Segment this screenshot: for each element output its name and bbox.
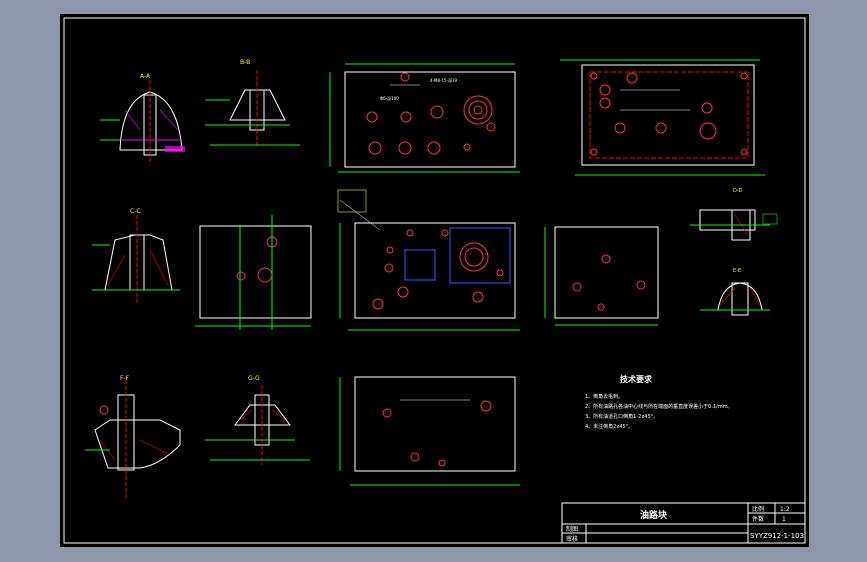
- tech-req-item-4: 4、未注倒角2x45°。: [585, 423, 633, 430]
- drawn-label: 制图: [566, 525, 578, 533]
- front-view-top: 4-M8-15-深19 Φ6-深100: [329, 63, 520, 173]
- annotation-hole-b: Φ6-深100: [380, 95, 399, 101]
- qty-value: 1: [782, 516, 786, 523]
- side-view-right: [544, 226, 659, 326]
- section-label-5: E-E: [733, 268, 741, 274]
- tech-req-item-1: 1、倒角去毛刺。: [585, 393, 623, 400]
- section-view-2: B-B: [205, 59, 300, 146]
- drawing-number: SYYZ912-1-103: [750, 532, 804, 540]
- detail-view-right-2: E-E: [700, 268, 770, 316]
- check-label: 审核: [566, 535, 578, 543]
- part-name: 油路块: [640, 509, 668, 521]
- top-right-view: [560, 59, 765, 176]
- section-view-3: C-C: [92, 208, 180, 305]
- section-view-1: A-A: [100, 73, 185, 165]
- annotation-hole-a: 4-M8-15-深19: [430, 77, 458, 83]
- tech-req-item-3: 3、所有油道孔口倒角1-2x45°。: [585, 413, 658, 420]
- section-label-1: A-A: [140, 73, 151, 80]
- section-label-4: D-D: [733, 188, 743, 194]
- drawing-frame: [63, 17, 806, 544]
- section-label-7: G-G: [248, 375, 260, 382]
- tech-req-item-2: 2、所有油路孔各油中心线与所在端面的垂直度误差小于0.1/mm。: [585, 403, 733, 410]
- bottom-view: [339, 376, 520, 486]
- tech-req-title: 技术要求: [620, 374, 653, 384]
- section-view-7: G-G: [205, 375, 310, 465]
- section-view-6: F-F: [85, 375, 181, 500]
- detail-view-right-1: D-D: [690, 188, 778, 241]
- section-label-2: B-B: [240, 59, 250, 66]
- title-block: 油路块 比例 1:2 件数 1 制图 审核 SYYZ912-1-103: [561, 502, 806, 544]
- technical-requirements: 技术要求 1、倒角去毛刺。 2、所有油路孔各油中心线与所在端面的垂直度误差小于0…: [585, 374, 733, 430]
- ratio-label: 比例: [752, 505, 764, 513]
- section-label-6: F-F: [120, 375, 130, 382]
- qty-label: 件数: [752, 515, 764, 523]
- side-view-left: [195, 215, 312, 330]
- ratio-value: 1:2: [780, 506, 790, 513]
- section-label-3: C-C: [130, 208, 141, 215]
- front-view-middle: [337, 189, 520, 331]
